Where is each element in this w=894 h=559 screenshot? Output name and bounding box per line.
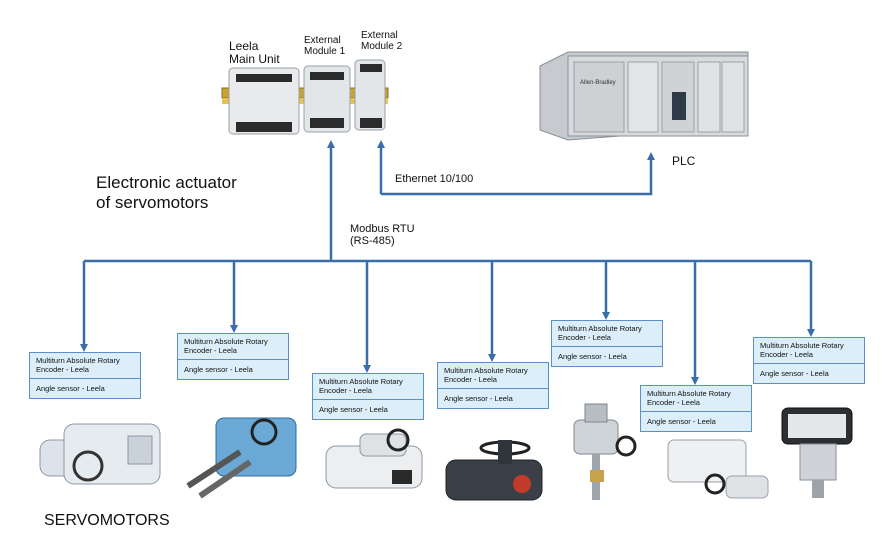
angle-sensor-label: Angle sensor - Leela <box>558 352 627 361</box>
encoder-label: Multiturn Absolute Rotary Encoder - Leel… <box>313 374 423 400</box>
servomotor-image <box>325 428 423 489</box>
angle-sensor-label: Angle sensor - Leela <box>36 384 105 393</box>
servomotor-image <box>667 439 769 499</box>
encoder-label: Multiturn Absolute Rotary Encoder - Leel… <box>754 338 864 364</box>
main-unit-label-line1: Leela <box>229 39 259 53</box>
device-card: Multiturn Absolute Rotary Encoder - Leel… <box>551 320 663 367</box>
device-card: Multiturn Absolute Rotary Encoder - Leel… <box>640 385 752 432</box>
servomotor-image <box>186 417 297 499</box>
modbus-label-line2: (RS-485) <box>350 235 395 247</box>
plc-brand-label: Allen-Bradley <box>580 80 616 86</box>
main-unit-label-line2: Main Unit <box>229 52 280 66</box>
angle-sensor-label: Angle sensor - Leela <box>319 405 388 414</box>
servomotor-image <box>39 423 161 485</box>
servomotor-image <box>445 440 543 501</box>
servomotors-label: SERVOMOTORS <box>44 512 170 529</box>
main-unit-label: Leela Main Unit <box>229 40 280 66</box>
diagram-title-line2: of servomotors <box>96 193 209 212</box>
diagram-title: Electronic actuator of servomotors <box>96 173 237 213</box>
encoder-label: Multiturn Absolute Rotary Encoder - Leel… <box>552 321 662 347</box>
module1-label: External Module 1 <box>304 35 345 57</box>
modbus-label: Modbus RTU (RS-485) <box>350 223 415 247</box>
device-card: Multiturn Absolute Rotary Encoder - Leel… <box>177 333 289 380</box>
servomotor-image <box>573 403 637 500</box>
angle-sensor-label: Angle sensor - Leela <box>184 365 253 374</box>
angle-sensor-label: Angle sensor - Leela <box>647 417 716 426</box>
leela-main-unit-image <box>221 59 389 135</box>
encoder-label: Multiturn Absolute Rotary Encoder - Leel… <box>30 353 140 379</box>
module2-label-line1: External <box>361 30 398 41</box>
servomotor-image <box>781 407 853 498</box>
device-card: Multiturn Absolute Rotary Encoder - Leel… <box>29 352 141 399</box>
device-card: Multiturn Absolute Rotary Encoder - Leel… <box>312 373 424 420</box>
angle-sensor-label: Angle sensor - Leela <box>760 369 829 378</box>
device-card: Multiturn Absolute Rotary Encoder - Leel… <box>753 337 865 384</box>
angle-sensor-label: Angle sensor - Leela <box>444 394 513 403</box>
ethernet-line <box>381 152 655 196</box>
encoder-label: Multiturn Absolute Rotary Encoder - Leel… <box>641 386 751 412</box>
plc-image <box>539 51 749 141</box>
modbus-label-line1: Modbus RTU <box>350 223 415 235</box>
device-card: Multiturn Absolute Rotary Encoder - Leel… <box>437 362 549 409</box>
encoder-label: Multiturn Absolute Rotary Encoder - Leel… <box>178 334 288 360</box>
module1-label-line2: Module 1 <box>304 46 346 57</box>
diagram-title-line1: Electronic actuator <box>96 173 237 192</box>
plc-label: PLC <box>672 154 696 168</box>
encoder-label: Multiturn Absolute Rotary Encoder - Leel… <box>438 363 548 389</box>
module2-label-line2: Module 2 <box>361 41 403 52</box>
ethernet-label: Ethernet 10/100 <box>395 173 474 185</box>
module2-label: External Module 2 <box>361 30 402 52</box>
module1-label-line1: External <box>304 35 341 46</box>
